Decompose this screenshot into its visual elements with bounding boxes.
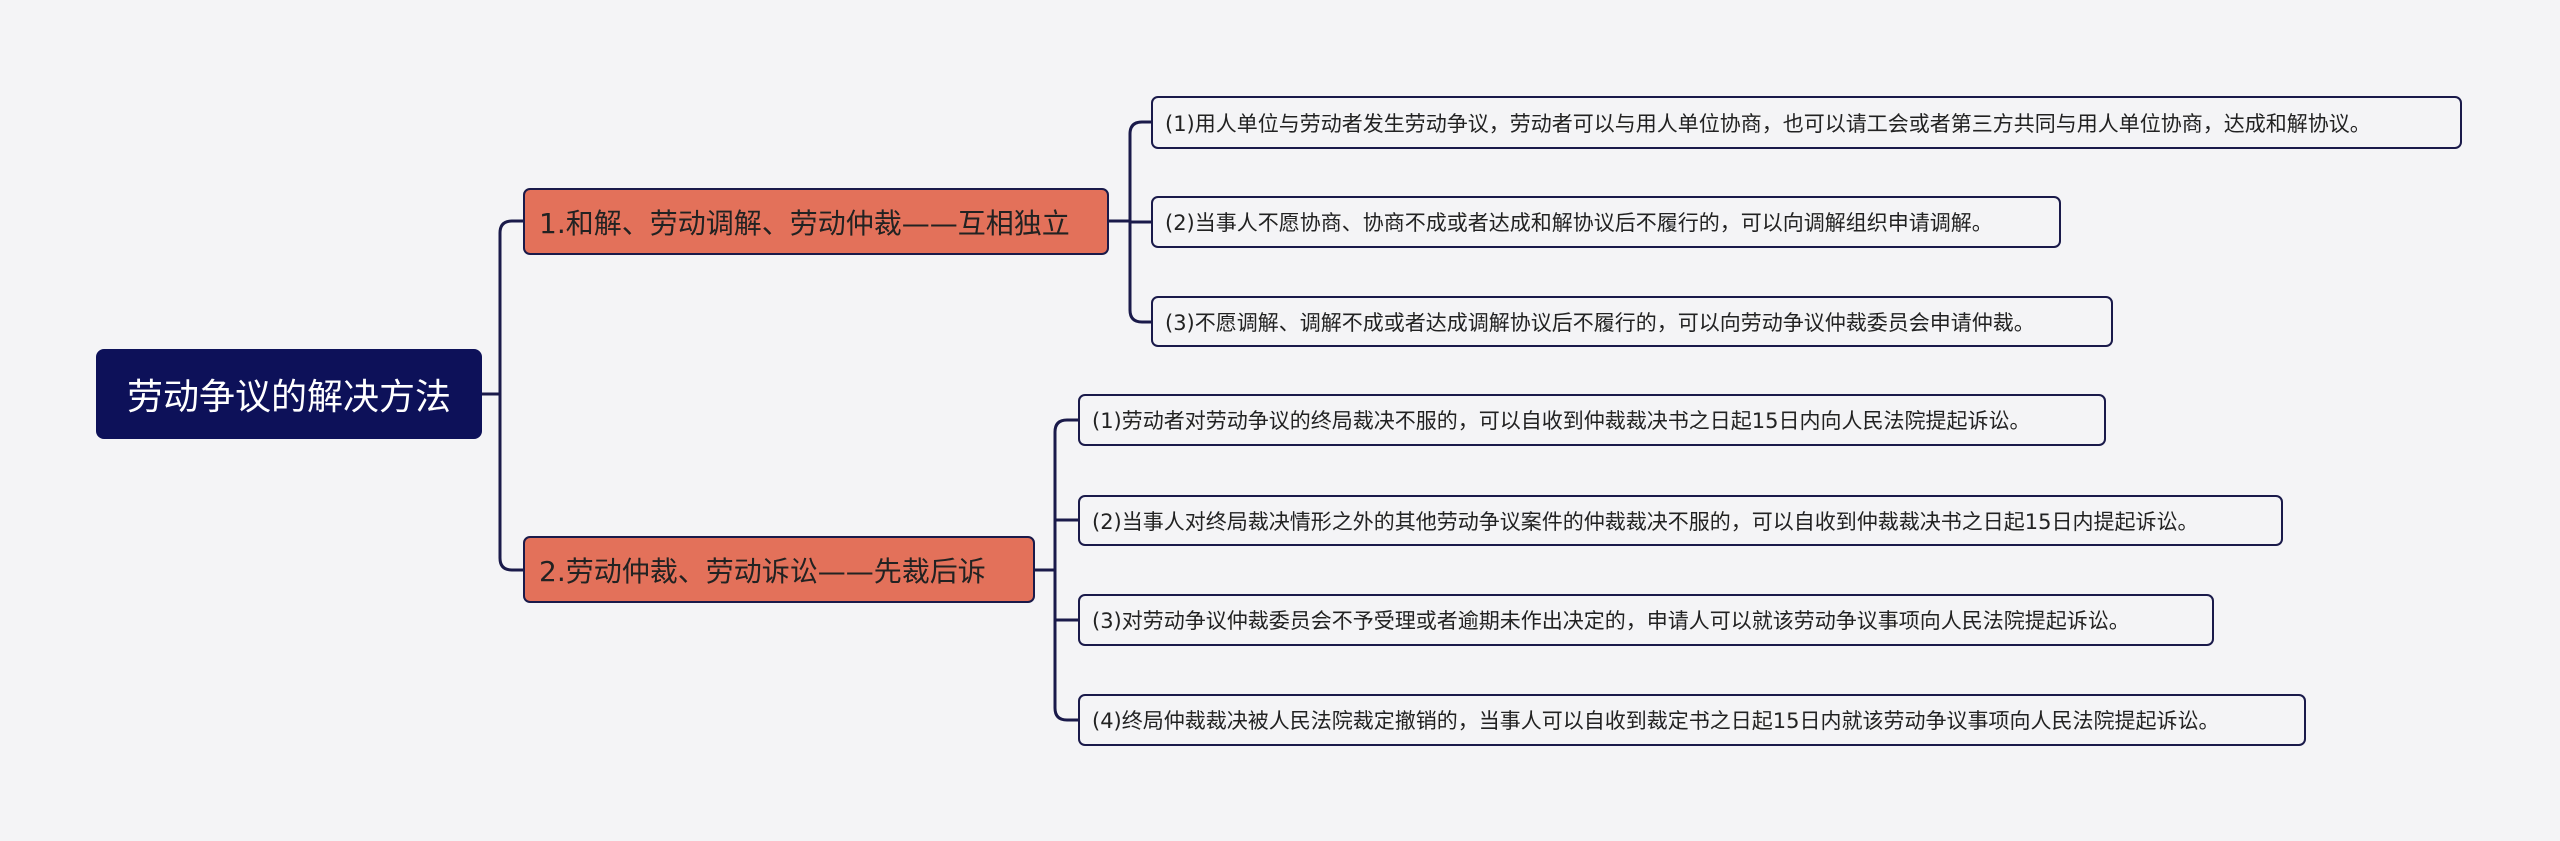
leaf-node[interactable]: (3)对劳动争议仲裁委员会不予受理或者逾期未作出决定的，申请人可以就该劳动争议事…	[1078, 594, 2214, 646]
connector-branch2-trunk	[1035, 418, 1078, 722]
leaf-node[interactable]: (2)当事人不愿协商、协商不成或者达成和解协议后不履行的，可以向调解组织申请调解…	[1151, 196, 2061, 248]
leaf-node[interactable]: (4)终局仲裁裁决被人民法院裁定撤销的，当事人可以自收到裁定书之日起15日内就该…	[1078, 694, 2306, 746]
leaf-label: (3)对劳动争议仲裁委员会不予受理或者逾期未作出决定的，申请人可以就该劳动争议事…	[1092, 609, 2130, 633]
leaf-node[interactable]: (1)劳动者对劳动争议的终局裁决不服的，可以自收到仲裁裁决书之日起15日内向人民…	[1078, 394, 2106, 446]
branch-node-1[interactable]: 1.和解、劳动调解、劳动仲裁——互相独立	[523, 188, 1109, 255]
leaf-label: (3)不愿调解、调解不成或者达成调解协议后不履行的，可以向劳动争议仲裁委员会申请…	[1165, 310, 2035, 335]
branch-node-2[interactable]: 2.劳动仲裁、劳动诉讼——先裁后诉	[523, 536, 1035, 603]
root-label: 劳动争议的解决方法	[126, 377, 451, 418]
leaf-label: (1)用人单位与劳动者发生劳动争议，劳动者可以与用人单位协商，也可以请工会或者第…	[1165, 111, 2371, 136]
connector-root-trunk	[482, 219, 523, 572]
leaf-label: (2)当事人对终局裁决情形之外的其他劳动争议案件的仲裁裁决不服的，可以自收到仲裁…	[1092, 509, 2199, 534]
branch-label: 2.劳动仲裁、劳动诉讼——先裁后诉	[539, 554, 986, 588]
leaf-label: (1)劳动者对劳动争议的终局裁决不服的，可以自收到仲裁裁决书之日起15日内向人民…	[1092, 409, 2031, 433]
root-node[interactable]: 劳动争议的解决方法	[96, 349, 482, 439]
leaf-node[interactable]: (1)用人单位与劳动者发生劳动争议，劳动者可以与用人单位协商，也可以请工会或者第…	[1151, 96, 2462, 149]
branch-label: 1.和解、劳动调解、劳动仲裁——互相独立	[539, 206, 1070, 240]
leaf-node[interactable]: (3)不愿调解、调解不成或者达成调解协议后不履行的，可以向劳动争议仲裁委员会申请…	[1151, 296, 2113, 347]
connector-branch1-trunk	[1109, 120, 1151, 324]
leaf-label: (4)终局仲裁裁决被人民法院裁定撤销的，当事人可以自收到裁定书之日起15日内就该…	[1092, 709, 2220, 733]
leaf-label: (2)当事人不愿协商、协商不成或者达成和解协议后不履行的，可以向调解组织申请调解…	[1165, 211, 1993, 235]
leaf-node[interactable]: (2)当事人对终局裁决情形之外的其他劳动争议案件的仲裁裁决不服的，可以自收到仲裁…	[1078, 495, 2283, 546]
